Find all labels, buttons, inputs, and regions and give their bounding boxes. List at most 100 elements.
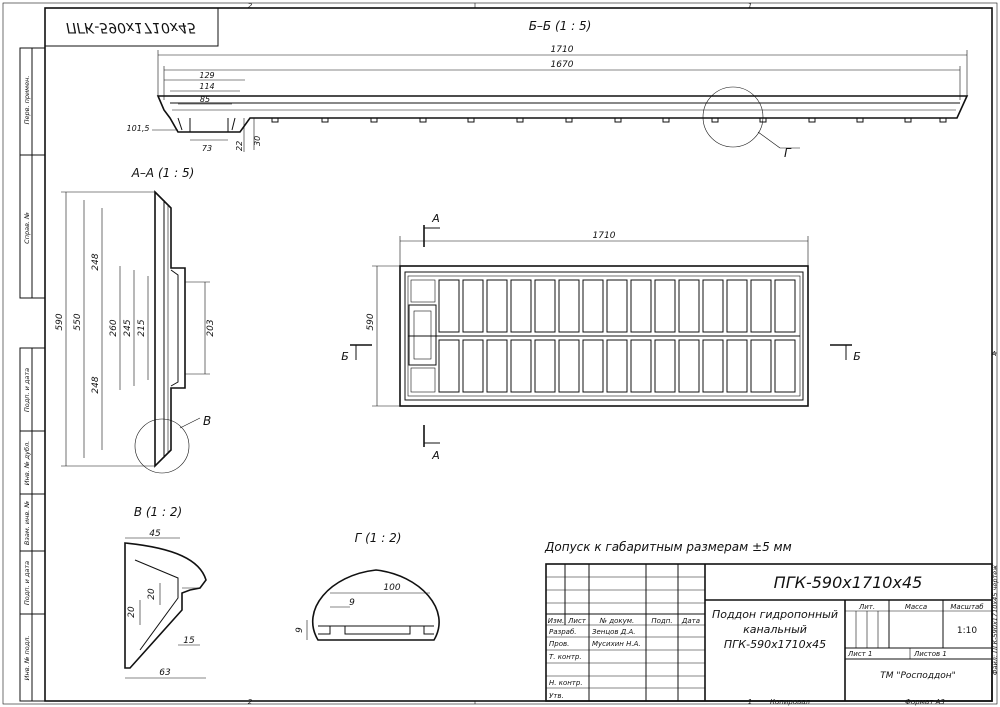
mirrored-designation-box: ПГК-590х1710х45 [44,7,219,47]
title-name-line-3: ПГК-590х1710х45 [724,638,826,651]
dim-bb-85: 85 [200,95,210,104]
role-prov: Пров. [549,640,569,648]
plan-cell [774,339,796,393]
title-name-line-2: канальный [743,623,807,636]
dim-bb-101-5: 101,5 [127,124,150,133]
plan-cell [774,279,796,333]
plan-cell [606,339,628,393]
cut-b-left: Б [341,350,349,363]
dim-v-20-b: 20 [127,606,137,618]
name-razrab: Зенцов Д.А. [592,628,635,636]
plan-outline [399,265,809,407]
dim-v-15: 15 [183,636,195,646]
cut-a-top: А [431,212,440,225]
plan-cell [726,339,748,393]
dim-bb-1670: 1670 [551,60,574,70]
dim-bb-129: 129 [199,71,214,80]
plan-cell [702,339,724,393]
plan-cell [702,279,724,333]
dim-aa-245: 245 [123,319,133,336]
zone-number-top-left: 2 [248,2,253,10]
plan-cell [654,339,676,393]
side-label-podp-data-2: Подп. и дата [23,561,31,605]
side-label-perv-primen: Перв. примен. [23,76,31,125]
dim-v-20-a: 20 [147,588,157,600]
dim-g-100: 100 [383,583,400,593]
lit-header: Лит. [858,603,875,611]
scale-header: Масштаб [950,603,984,611]
detail-v-title: В (1 : 2) [134,505,182,519]
zone-number-bottom-left: 2 [248,698,253,706]
zone-number-bottom-right: 1 [748,698,752,706]
plan-cell [558,339,580,393]
dim-plan-590: 590 [366,313,376,330]
detail-v: В (1 : 2) 45 20 20 15 63 [124,505,207,679]
plan-cell [654,279,676,333]
plan-cell [630,339,652,393]
plan-cell [558,279,580,333]
plan-cell [606,279,628,333]
dim-aa-248-bottom: 248 [91,376,101,393]
side-label-sprav: Справ. № [23,212,31,244]
detail-ref-v: В [203,414,211,428]
scale-value: 1:10 [957,626,977,636]
dim-bb-114: 114 [199,82,214,91]
col-dokum: № докум. [599,617,635,625]
format-label: Формат А3 [905,698,945,706]
sheet-number: Лист 1 [847,650,872,658]
plan-cell [510,279,532,333]
mass-header: Масса [905,603,927,611]
detail-g: Г (1 : 2) 100 9 9 [295,531,440,641]
plan-cell [582,339,604,393]
title-block: Изм. Лист № докум. Подп. Дата Разраб. Зе… [545,563,999,706]
drawing-frame [44,7,993,702]
plan-cell [438,279,460,333]
role-n-kontr: Н. контр. [549,679,583,687]
dim-v-63: 63 [159,668,171,678]
zone-number-top-right: 1 [748,2,752,10]
zone-letter-right: А [991,350,997,358]
role-razrab: Разраб. [549,628,577,636]
plan-cell [486,279,508,333]
plan-cell [678,339,700,393]
detail-g-title: Г (1 : 2) [355,531,402,545]
plan-cell [726,279,748,333]
dim-aa-215: 215 [137,319,147,336]
dim-bb-73: 73 [202,144,212,153]
plan-view: 1710 590 А А Б Б [341,212,861,462]
file-note: Файл: ПГК-590х1710х45 чертеж [991,565,999,675]
section-bb-title: Б–Б (1 : 5) [529,19,592,33]
plan-cell [462,339,484,393]
role-t-kontr: Т. контр. [549,653,582,661]
plan-cell [750,279,772,333]
dim-aa-590: 590 [55,313,65,330]
plan-cell [438,339,460,393]
company-name: ТМ "Росподдон" [880,671,956,681]
dim-aa-550: 550 [73,313,83,330]
section-aa: А–А (1 : 5) 590 550 248 248 260 245 215 … [55,166,216,474]
col-data: Дата [681,617,700,625]
mirrored-designation: ПГК-590х1710х45 [66,19,196,35]
side-label-inv-dubl: Инв. № дубл. [23,441,31,485]
plan-cell [510,339,532,393]
dim-aa-248-top: 248 [91,253,101,270]
plan-cell [534,279,556,333]
sheets-count: Листов 1 [913,650,947,658]
dim-g-9-a: 9 [349,598,355,608]
detail-ref-g: Г [784,146,792,160]
plan-cell [750,339,772,393]
tolerance-note: Допуск к габаритным размерам ±5 мм [544,540,792,554]
title-designation: ПГК-590х1710х45 [774,573,923,592]
col-list: Лист [567,617,587,625]
section-aa-title: А–А (1 : 5) [131,166,195,180]
role-utv: Утв. [549,692,564,700]
plan-end-cell [410,279,436,303]
plan-cell [630,279,652,333]
dim-v-45: 45 [149,529,161,539]
copied-label: Копировал [770,698,811,706]
plan-channel-cells [410,279,796,393]
title-name-line-1: Поддон гидропонный [712,608,838,621]
dim-aa-203: 203 [206,319,216,336]
